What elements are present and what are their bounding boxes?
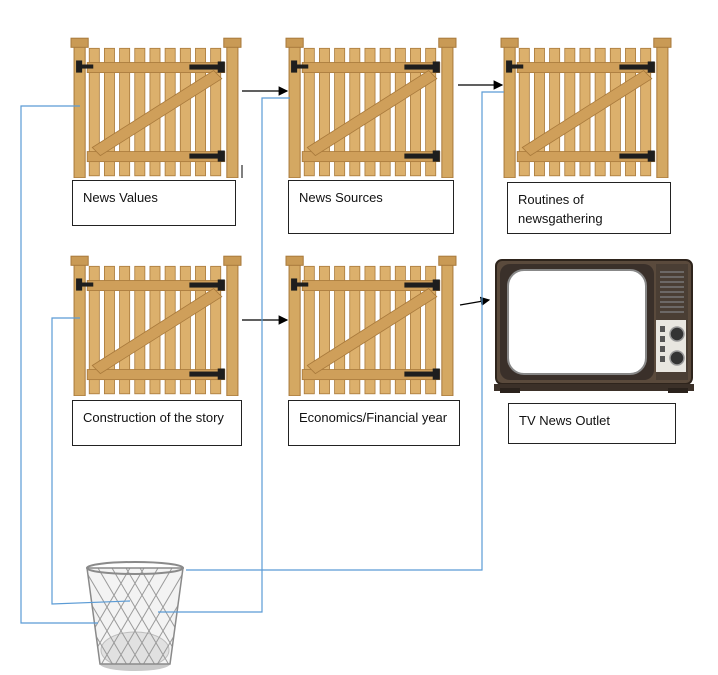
outlet-label-tv-news-outlet: TV News Outlet [508, 403, 676, 444]
rejection-line [158, 97, 290, 613]
rejection-line [186, 91, 504, 571]
gate-label-economics-financial-year: Economics/Financial year [288, 400, 460, 446]
wastebasket-icon [86, 561, 184, 671]
rejection-line [51, 317, 131, 605]
gate-label-routines-of-newsgathering: Routines of newsgathering [507, 182, 671, 234]
gate-label-construction-of-the-story: Construction of the story [72, 400, 242, 446]
television-icon [494, 259, 694, 393]
rejection-line [20, 105, 98, 624]
gate-label-news-sources: News Sources [288, 180, 454, 234]
flow-arrow [459, 296, 491, 307]
gate-label-news-values: News Values [72, 180, 236, 226]
